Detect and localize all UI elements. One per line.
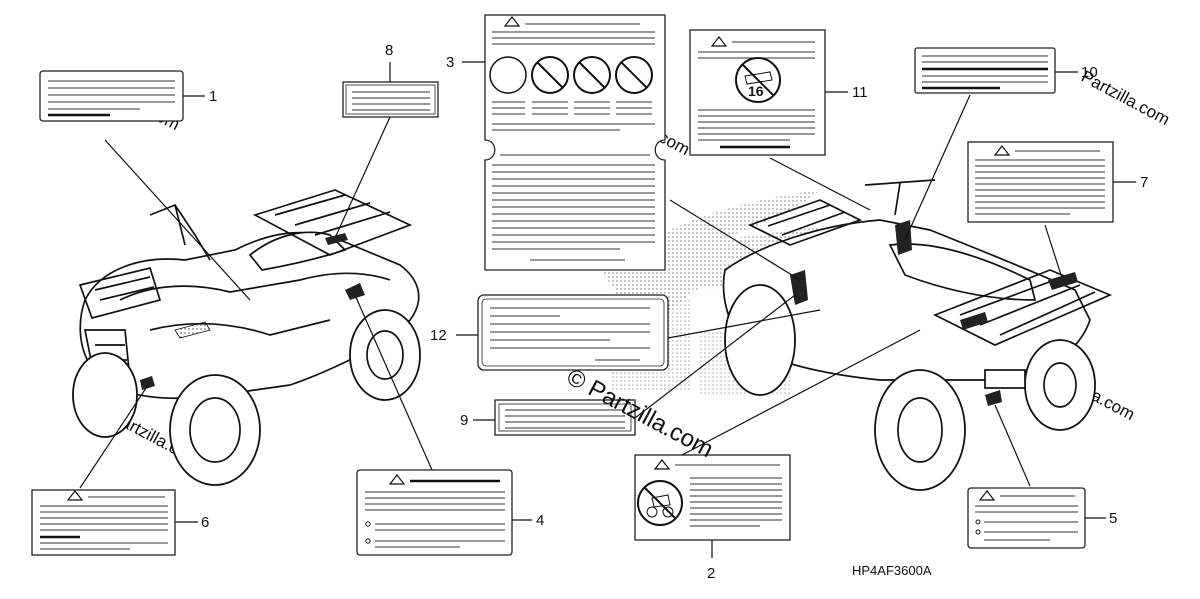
warning-triangle-icon [653, 459, 671, 470]
rear-wheel [349, 309, 421, 401]
callout-11: 11 [852, 84, 868, 101]
warning-triangle-icon [66, 490, 84, 501]
label-11: 16 [689, 29, 826, 156]
label-8 [342, 81, 439, 118]
label-2 [634, 454, 791, 541]
label-3 [484, 14, 666, 271]
label-4 [356, 469, 513, 556]
atv-front-view [72, 189, 421, 486]
callout-8: 8 [385, 42, 393, 59]
label-1 [39, 70, 184, 122]
callout-2: 2 [707, 565, 715, 582]
label-10 [914, 47, 1056, 94]
front-left-wheel [72, 352, 138, 438]
callout-4: 4 [536, 512, 544, 529]
prohibition-circle-icon [615, 56, 653, 94]
callout-6: 6 [201, 514, 209, 531]
rear-right-wheel [1024, 339, 1096, 431]
no-passenger-icon [637, 480, 683, 526]
prohibition-circle-icon [531, 56, 569, 94]
age-number: 16 [748, 83, 764, 99]
warning-triangle-icon [978, 490, 996, 501]
warning-triangle-icon [993, 145, 1011, 156]
front-wheel [724, 284, 796, 396]
callout-3: 3 [446, 54, 454, 71]
warning-triangle-icon [388, 474, 406, 485]
callout-10: 10 [1081, 64, 1098, 81]
label-7 [967, 141, 1114, 223]
callout-12: 12 [430, 327, 447, 344]
callout-5: 5 [1109, 510, 1117, 527]
diagram-code: HP4AF3600A [852, 563, 932, 578]
callout-1: 1 [209, 88, 217, 105]
label-5 [967, 487, 1086, 549]
callout-9: 9 [460, 412, 468, 429]
label-6 [31, 489, 176, 556]
warning-triangle-icon [710, 36, 728, 47]
rear-left-wheel [874, 369, 966, 491]
atv-rear-view [722, 179, 1113, 491]
front-right-wheel [169, 374, 261, 486]
callout-7: 7 [1140, 174, 1148, 191]
warning-triangle-icon [503, 16, 521, 27]
no-under-16-icon: 16 [735, 57, 781, 103]
prohibition-circle-icon [573, 56, 611, 94]
label-12 [477, 294, 669, 371]
label-9 [494, 399, 636, 436]
caution-circle-icon [489, 56, 527, 94]
